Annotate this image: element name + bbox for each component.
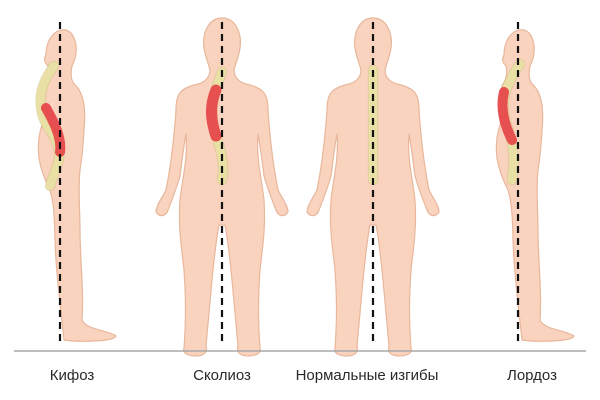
figure-scoliosis	[155, 17, 289, 357]
caption-lordosis: Лордоз	[507, 367, 557, 384]
caption-scoliosis: Сколиоз	[193, 367, 251, 384]
figure-kyphosis	[36, 22, 117, 346]
caption-normal-curves: Нормальные изгибы	[295, 367, 439, 384]
caption-kyphosis: Кифоз	[49, 367, 95, 384]
figure-normal	[306, 17, 440, 357]
spine-highlight	[497, 87, 517, 145]
spine-highlight	[206, 84, 222, 142]
figure-lordosis	[495, 22, 575, 346]
